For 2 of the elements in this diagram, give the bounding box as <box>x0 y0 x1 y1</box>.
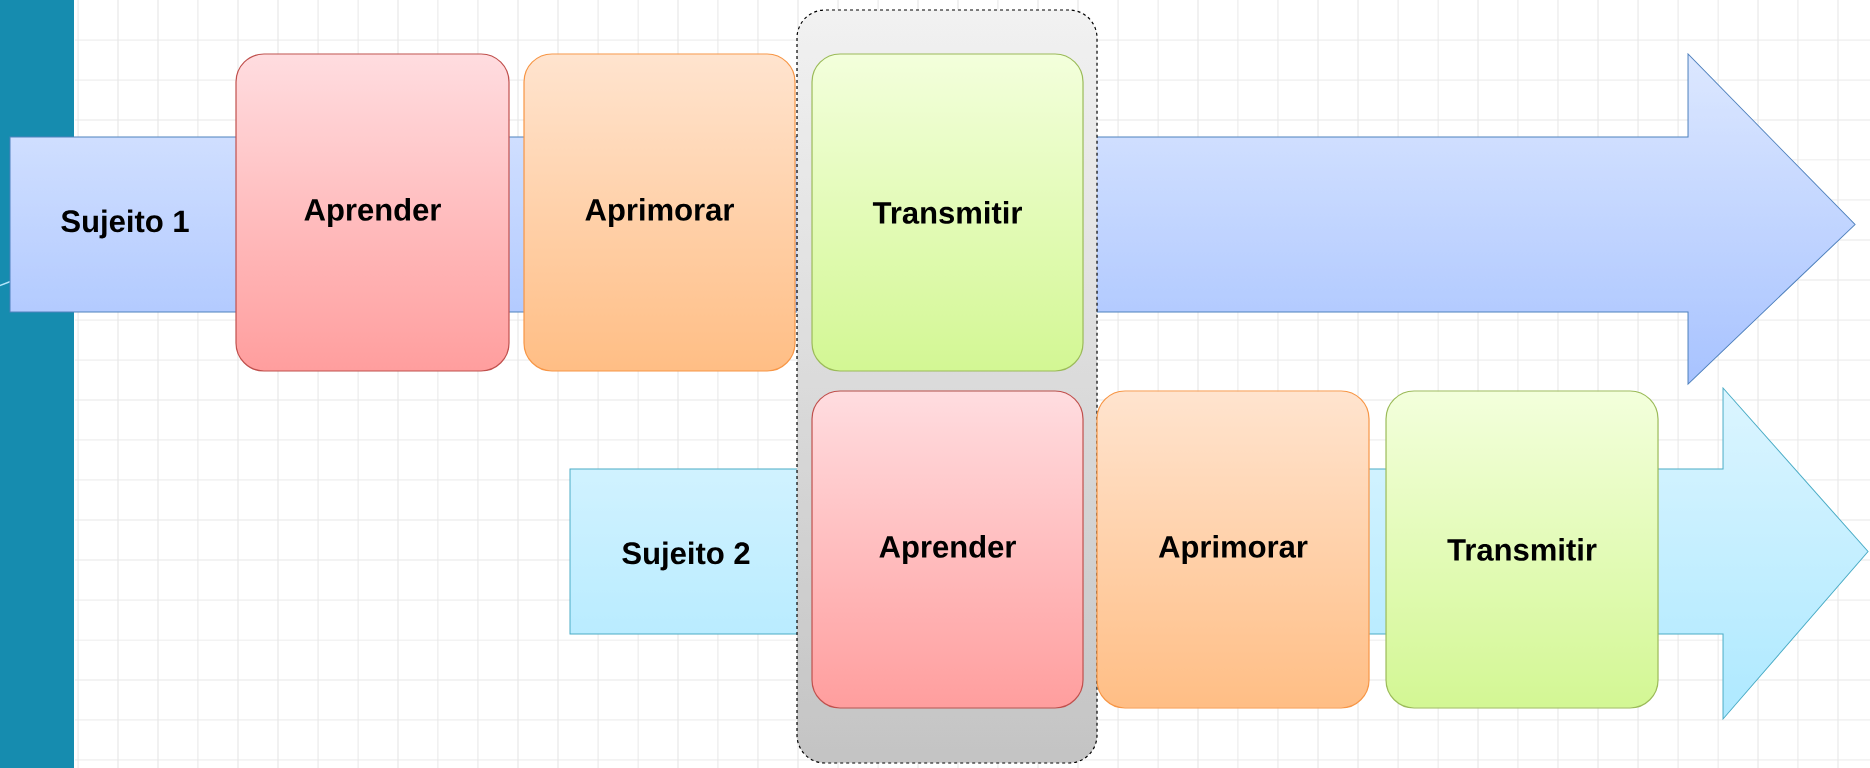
step-box: Aprender <box>811 390 1084 709</box>
step-box: Transmitir <box>811 53 1084 372</box>
